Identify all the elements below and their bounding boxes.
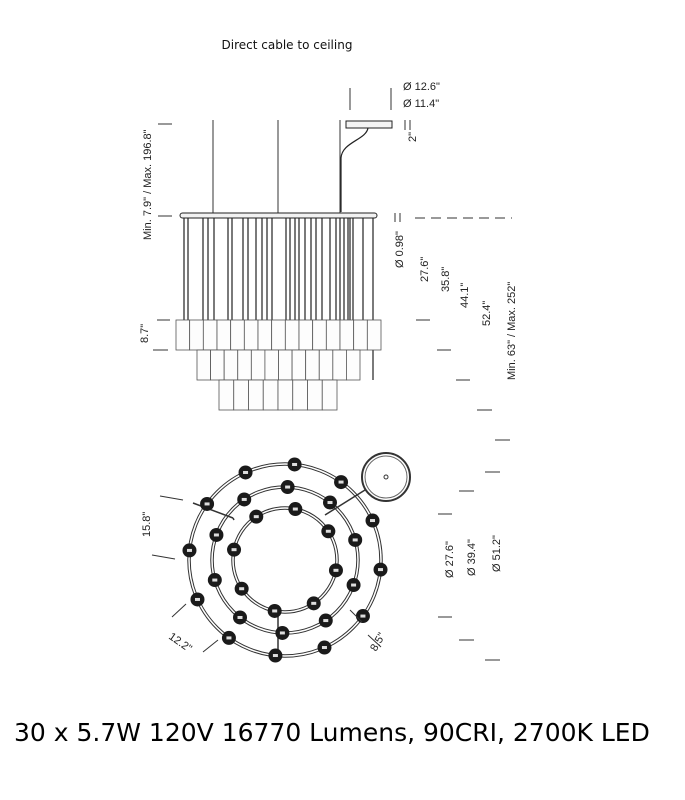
shade-height-label: 8.7" <box>139 324 151 343</box>
canopy-inner-diameter: Ø 11.4" <box>403 98 439 110</box>
glass-shade <box>175 319 191 351</box>
diagram-title: Direct cable to ceiling <box>222 38 353 52</box>
light-point-highlight <box>292 462 298 466</box>
light-point-highlight <box>204 502 210 506</box>
light-point-highlight <box>212 578 218 582</box>
glass-shade <box>218 379 235 411</box>
glass-shade <box>264 349 279 381</box>
glass-shade <box>262 379 279 411</box>
glass-shade <box>366 319 382 351</box>
light-point-highlight <box>237 615 243 619</box>
glass-shade <box>292 379 308 411</box>
glass-shade <box>339 319 355 351</box>
glass-shade <box>318 349 334 381</box>
glass-shade <box>332 349 347 381</box>
light-point-highlight <box>370 519 376 523</box>
light-point-highlight <box>325 529 331 533</box>
glass-shade <box>230 319 245 351</box>
height-label-2: 35.8" <box>440 267 452 292</box>
ring-bar <box>179 212 378 219</box>
light-point-highlight <box>272 609 278 613</box>
glass-shade <box>216 319 232 351</box>
glass-shade <box>189 319 204 351</box>
canopy-height: 2" <box>407 132 419 142</box>
glass-shade <box>298 319 314 351</box>
light-point-highlight <box>338 480 344 484</box>
diameter-label-2: Ø 39.4" <box>466 539 478 576</box>
light-point-highlight <box>243 470 249 474</box>
light-point-highlight <box>311 601 317 605</box>
light-point-highlight <box>241 497 247 501</box>
height-dimension-lines <box>394 213 512 441</box>
power-cord <box>340 127 369 212</box>
glass-shade <box>321 379 338 411</box>
glass-shade <box>196 349 211 381</box>
light-point-highlight <box>292 507 298 511</box>
overall-height-label: Min. 63" / Max. 252" <box>506 282 518 380</box>
glass-shade <box>233 379 249 411</box>
light-point-highlight <box>323 619 329 623</box>
light-point-highlight <box>279 631 285 635</box>
light-point-highlight <box>186 548 192 552</box>
canopy-outer-diameter: Ø 12.6" <box>403 81 440 93</box>
glass-shade <box>284 319 300 351</box>
light-point-highlight <box>239 587 245 591</box>
light-point-highlight <box>213 533 219 537</box>
diameter-label-3: Ø 51.2" <box>491 535 503 572</box>
light-point-highlight <box>194 597 200 601</box>
diameter-label-1: Ø 27.6" <box>444 541 456 578</box>
light-point-highlight <box>272 654 278 658</box>
light-point-highlight <box>378 568 384 572</box>
ring-spacing-label: 15.8" <box>141 512 153 537</box>
light-point-highlight <box>360 614 366 618</box>
suspension-cables <box>212 120 341 214</box>
glass-shade <box>346 349 361 381</box>
light-point-highlight <box>333 568 339 572</box>
light-point-highlight <box>352 538 358 542</box>
light-point-highlight <box>253 515 259 519</box>
light-point-highlight <box>226 636 232 640</box>
glass-shade <box>237 349 252 381</box>
glass-shade <box>353 319 368 351</box>
light-point-highlight <box>231 548 237 552</box>
glass-shade <box>271 319 286 351</box>
light-points <box>182 457 388 663</box>
light-point-highlight <box>285 485 291 489</box>
glass-shade <box>277 379 294 411</box>
glass-shade <box>243 319 259 351</box>
top-dimension-lines <box>151 471 500 661</box>
glass-shade <box>305 349 320 381</box>
light-point-highlight <box>351 583 357 587</box>
height-label-1: 27.6" <box>419 257 431 282</box>
glass-shade <box>250 349 266 381</box>
canopy-top-view <box>361 452 411 502</box>
glass-shade <box>202 319 218 351</box>
specs-caption: 30 x 5.7W 120V 16770 Lumens, 90CRI, 2700… <box>14 718 650 747</box>
cable-length-label: Min. 7.9" / Max. 196.8" <box>142 129 154 240</box>
glass-shade <box>312 319 327 351</box>
glass-shade <box>257 319 273 351</box>
canopy <box>345 120 393 129</box>
glass-shade <box>278 349 293 381</box>
glass-shade <box>223 349 239 381</box>
height-label-3: 44.1" <box>459 283 471 308</box>
glass-shade <box>210 349 225 381</box>
offset-left-label: 12.2" <box>166 631 194 655</box>
glass-shade <box>291 349 307 381</box>
height-label-4: 52.4" <box>481 301 493 326</box>
glass-shade <box>248 379 264 411</box>
light-point-highlight <box>321 646 327 650</box>
offset-right-label: 8.5" <box>368 631 388 654</box>
glass-shade <box>307 379 323 411</box>
light-point-highlight <box>327 501 333 505</box>
glass-shades <box>175 319 382 411</box>
tube-diameter-label: Ø 0.98" <box>394 231 406 268</box>
glass-shade <box>325 319 341 351</box>
canopy-dimension <box>349 88 411 130</box>
